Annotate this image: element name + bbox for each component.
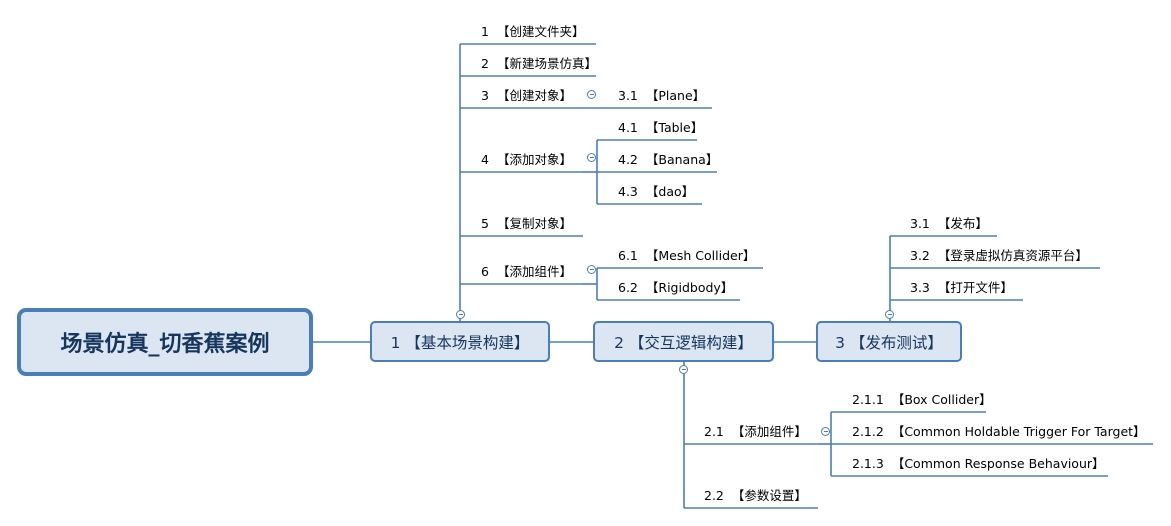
collapse-toggle-b2[interactable] (679, 365, 688, 374)
topic-label: 【参数设置】 (731, 488, 807, 503)
topic-number: 3 (481, 88, 489, 103)
topic-label: 【Common Holdable Trigger For Target】 (891, 424, 1146, 439)
topic-2-1-1[interactable]: 2.1.1 【Box Collider】 (852, 393, 992, 407)
topic-number: 2.2 (704, 488, 724, 503)
topic-label: 【Table】 (645, 120, 704, 135)
root-topic[interactable]: 场景仿真_切香蕉案例 (17, 308, 313, 376)
topic-label: 【添加组件】 (496, 264, 572, 279)
topic-4[interactable]: 4 【添加对象】 (481, 153, 572, 167)
topic-4-3[interactable]: 4.3 【dao】 (618, 185, 694, 199)
topic-number: 2.1.1 (852, 392, 884, 407)
topic-label: 【复制对象】 (496, 216, 572, 231)
topic-number: 6.1 (618, 248, 638, 263)
topic-2[interactable]: 2 【新建场景仿真】 (481, 57, 597, 71)
topic-5[interactable]: 5 【复制对象】 (481, 217, 572, 231)
topic-label: 【dao】 (645, 184, 695, 199)
topic-6-1[interactable]: 6.1 【Mesh Collider】 (618, 249, 755, 263)
topic-label: 【添加组件】 (731, 424, 807, 439)
branch-label: 1 【基本场景构建】 (390, 333, 530, 352)
topic-number: 3.2 (910, 248, 930, 263)
topic-number: 2 (481, 56, 489, 71)
topic-number: 2.1.3 (852, 456, 884, 471)
topic-3-1-publish[interactable]: 3.1 【发布】 (910, 217, 988, 231)
topic-label: 【Box Collider】 (891, 392, 992, 407)
topic-number: 4 (481, 152, 489, 167)
topic-6-2[interactable]: 6.2 【Rigidbody】 (618, 281, 733, 295)
topic-number: 6 (481, 264, 489, 279)
topic-1[interactable]: 1 【创建文件夹】 (481, 25, 584, 39)
topic-label: 【Mesh Collider】 (645, 248, 756, 263)
topic-2-1-2[interactable]: 2.1.2 【Common Holdable Trigger For Target… (852, 425, 1146, 439)
topic-2-2[interactable]: 2.2 【参数设置】 (704, 489, 807, 503)
topic-4-2[interactable]: 4.2 【Banana】 (618, 153, 718, 167)
topic-label: 【Rigidbody】 (645, 280, 734, 295)
topic-number: 6.2 (618, 280, 638, 295)
collapse-toggle-b3[interactable] (885, 310, 894, 319)
topic-label: 【Common Response Behaviour】 (891, 456, 1105, 471)
branch-label: 3 【发布测试】 (835, 333, 943, 352)
topic-label: 【添加对象】 (496, 152, 572, 167)
root-topic-label: 场景仿真_切香蕉案例 (60, 332, 270, 357)
topic-number: 4.2 (618, 152, 638, 167)
branch-basic-scene[interactable]: 1 【基本场景构建】 (370, 321, 550, 362)
topic-4-1[interactable]: 4.1 【Table】 (618, 121, 703, 135)
branch-label: 2 【交互逻辑构建】 (614, 333, 753, 352)
topic-label: 【创建对象】 (496, 88, 572, 103)
branch-publish-test[interactable]: 3 【发布测试】 (816, 321, 962, 362)
topic-number: 2.1.2 (852, 424, 884, 439)
collapse-toggle-b1[interactable] (456, 310, 465, 319)
topic-2-1-3[interactable]: 2.1.3 【Common Response Behaviour】 (852, 457, 1105, 471)
topic-label: 【打开文件】 (937, 280, 1013, 295)
topic-6[interactable]: 6 【添加组件】 (481, 265, 572, 279)
branch-interaction-logic[interactable]: 2 【交互逻辑构建】 (593, 321, 774, 362)
topic-label: 【创建文件夹】 (496, 24, 585, 39)
topic-2-1[interactable]: 2.1 【添加组件】 (704, 425, 807, 439)
topic-3-2-login[interactable]: 3.2 【登录虚拟仿真资源平台】 (910, 249, 1088, 263)
topic-number: 1 (481, 24, 489, 39)
topic-number: 3.1 (910, 216, 930, 231)
topic-label: 【Banana】 (645, 152, 719, 167)
topic-label: 【新建场景仿真】 (496, 56, 597, 71)
topic-3-1[interactable]: 3.1 【Plane】 (618, 89, 705, 103)
topic-label: 【发布】 (937, 216, 988, 231)
topic-3[interactable]: 3 【创建对象】 (481, 89, 572, 103)
topic-number: 4.3 (618, 184, 638, 199)
topic-number: 4.1 (618, 120, 638, 135)
collapse-toggle-2-1[interactable] (821, 427, 830, 436)
topic-number: 3.3 (910, 280, 930, 295)
topic-number: 5 (481, 216, 489, 231)
collapse-toggle-3[interactable] (587, 90, 596, 99)
topic-number: 2.1 (704, 424, 724, 439)
topic-number: 3.1 (618, 88, 638, 103)
topic-3-3-open-file[interactable]: 3.3 【打开文件】 (910, 281, 1013, 295)
topic-label: 【Plane】 (645, 88, 706, 103)
collapse-toggle-4[interactable] (587, 153, 596, 162)
topic-label: 【登录虚拟仿真资源平台】 (937, 248, 1088, 263)
collapse-toggle-6[interactable] (587, 265, 596, 274)
